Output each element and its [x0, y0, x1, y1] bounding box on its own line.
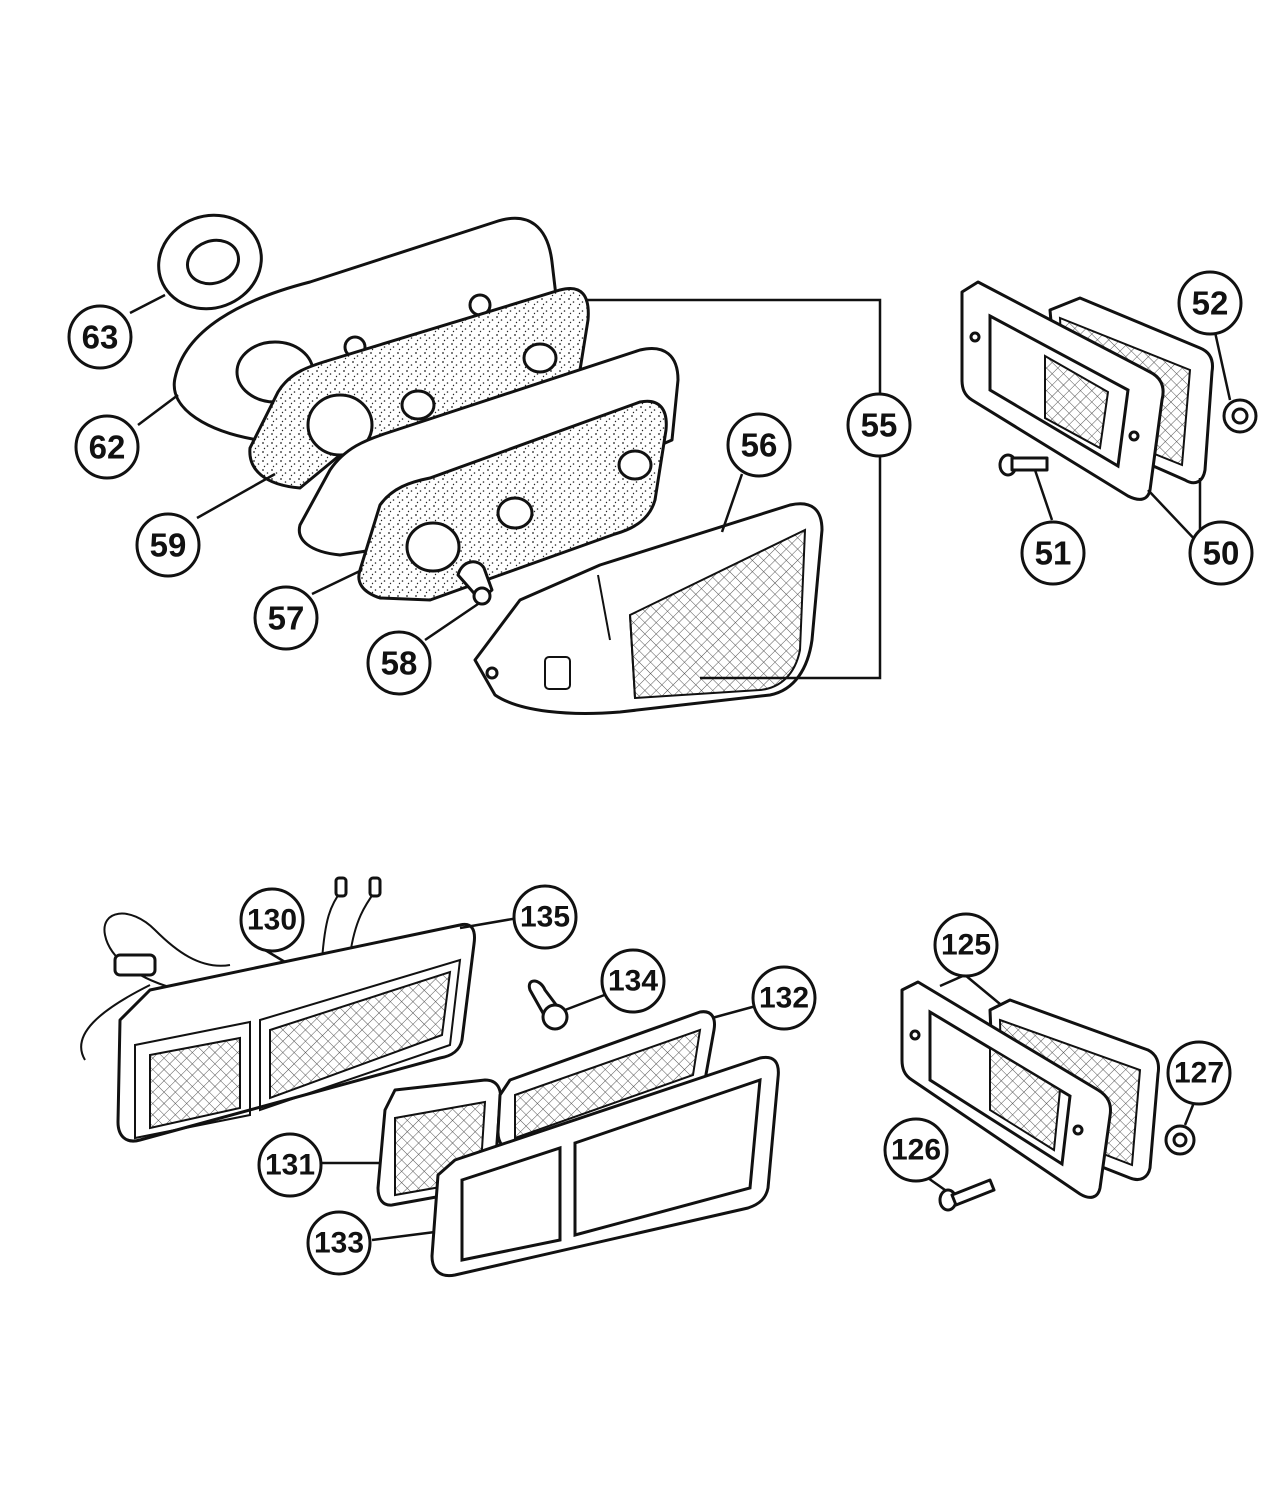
- callout-63: 63: [67, 304, 133, 370]
- leader-63: [129, 293, 166, 315]
- lamp-body-part-57: [297, 347, 680, 602]
- bezel-part-133: [430, 1055, 780, 1278]
- callout-125: 125: [933, 912, 999, 978]
- callout-52: 52: [1177, 270, 1243, 336]
- large-lens-part-132: [496, 1010, 716, 1150]
- svg-text:127: 127: [1174, 1057, 1224, 1090]
- bulb-part-58: [456, 560, 494, 606]
- rear-lamp-assembly-bottom: [80, 876, 780, 1278]
- gasket-part-59: [248, 287, 590, 490]
- leader-133: [371, 1230, 436, 1242]
- leader-51: [1033, 469, 1054, 521]
- svg-text:63: 63: [82, 319, 119, 356]
- svg-text:130: 130: [247, 904, 297, 937]
- nut-part-52: [1222, 398, 1258, 434]
- svg-text:134: 134: [608, 965, 658, 998]
- leader-134: [564, 992, 608, 1012]
- svg-text:62: 62: [89, 429, 126, 466]
- svg-text:133: 133: [314, 1227, 364, 1260]
- svg-text:135: 135: [520, 901, 570, 934]
- callout-135: 135: [512, 884, 578, 950]
- marker-lamp-part-125: [900, 980, 1160, 1199]
- callout-57: 57: [253, 585, 319, 651]
- svg-text:58: 58: [381, 645, 418, 682]
- bracket-part-55: [585, 298, 882, 680]
- leader-62: [137, 394, 179, 426]
- wiring-part-130: [80, 876, 382, 1061]
- leader-50: [1147, 478, 1202, 549]
- callout-51: 51: [1020, 520, 1086, 586]
- svg-text:50: 50: [1203, 535, 1240, 572]
- side-marker-assembly-bottom: [900, 973, 1197, 1212]
- callout-55: 55: [846, 392, 912, 458]
- leader-58: [424, 602, 479, 642]
- callout-133: 133: [306, 1210, 372, 1276]
- leader-52: [1213, 331, 1232, 401]
- svg-text:57: 57: [268, 600, 305, 637]
- callout-58: 58: [366, 630, 432, 696]
- screw-part-126: [938, 1178, 996, 1212]
- leader-126: [927, 1176, 946, 1192]
- svg-text:59: 59: [150, 527, 187, 564]
- rear-lamp-assembly-top: [129, 213, 882, 715]
- washer-part-63: [157, 213, 263, 311]
- callout-127: 127: [1166, 1040, 1232, 1106]
- side-marker-assembly-top: [960, 280, 1258, 549]
- svg-text:132: 132: [759, 982, 809, 1015]
- leader-56: [720, 473, 744, 533]
- svg-text:56: 56: [741, 427, 778, 464]
- screw-part-51: [998, 453, 1049, 477]
- callout-134: 134: [600, 948, 666, 1014]
- callout-131: 131: [257, 1132, 323, 1198]
- nut-part-127: [1164, 1124, 1196, 1156]
- bulb-part-134: [527, 979, 569, 1031]
- callout-126: 126: [883, 1117, 949, 1183]
- callout-56: 56: [726, 412, 792, 478]
- svg-text:51: 51: [1035, 535, 1072, 572]
- leader-57: [311, 568, 363, 596]
- svg-text:126: 126: [891, 1134, 941, 1167]
- leader-59: [196, 472, 276, 520]
- callout-62: 62: [74, 414, 140, 480]
- svg-text:125: 125: [941, 929, 991, 962]
- callout-59: 59: [135, 512, 201, 578]
- callout-130: 130: [239, 887, 305, 953]
- callout-50: 50: [1188, 520, 1254, 586]
- svg-text:55: 55: [861, 407, 898, 444]
- callout-132: 132: [751, 965, 817, 1031]
- svg-text:131: 131: [265, 1149, 315, 1182]
- svg-text:52: 52: [1192, 285, 1229, 322]
- leader-132: [711, 1004, 757, 1020]
- marker-lamp-part-50: [960, 280, 1214, 501]
- leader-135: [459, 916, 519, 930]
